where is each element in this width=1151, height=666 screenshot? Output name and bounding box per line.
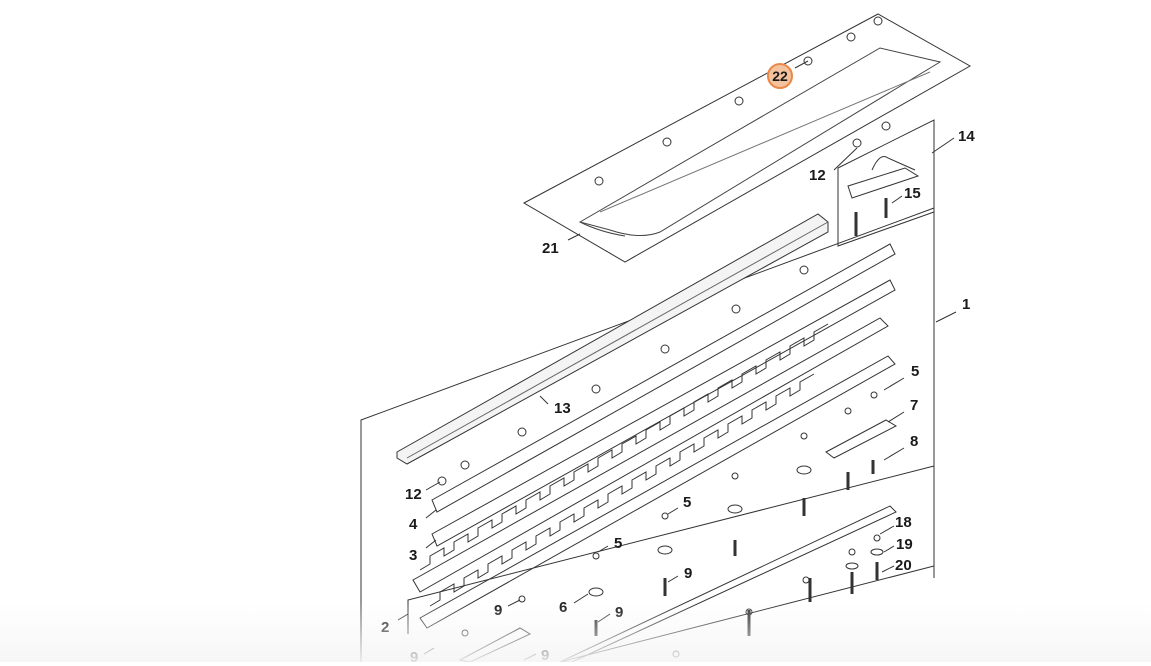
callout-4[interactable]: 4	[409, 516, 418, 533]
callout-18[interactable]: 18	[895, 514, 912, 531]
callout-19[interactable]: 19	[896, 536, 913, 553]
callout-3[interactable]: 3	[409, 547, 418, 564]
callout-15[interactable]: 15	[904, 185, 921, 202]
toothed-blade-lower	[419, 355, 896, 629]
plate-3	[431, 279, 896, 547]
toothed-blade-upper	[412, 317, 889, 593]
callout-22[interactable]: 22	[767, 63, 793, 89]
plate-4	[431, 243, 896, 513]
callout-13[interactable]: 13	[554, 400, 571, 417]
top-cover-panel	[522, 13, 972, 263]
callout-9[interactable]: 9	[684, 565, 693, 582]
lower-rail	[559, 505, 897, 662]
callout-5[interactable]: 5	[911, 363, 920, 380]
callout-12[interactable]: 12	[405, 486, 422, 503]
bracket-box	[837, 119, 955, 247]
callout-8[interactable]: 8	[910, 433, 919, 450]
strip-7	[825, 419, 898, 459]
callout-7[interactable]: 7	[910, 397, 919, 414]
callout-20[interactable]: 20	[895, 557, 912, 574]
guide-rail	[396, 213, 829, 465]
callout-12[interactable]: 12	[809, 167, 826, 184]
callout-14[interactable]: 14	[958, 128, 975, 145]
callout-21[interactable]: 21	[542, 240, 559, 257]
fasteners	[437, 16, 891, 658]
callout-5[interactable]: 5	[683, 494, 692, 511]
callout-5[interactable]: 5	[614, 535, 623, 552]
bottom-fade	[0, 602, 1151, 662]
callout-1[interactable]: 1	[962, 296, 971, 313]
